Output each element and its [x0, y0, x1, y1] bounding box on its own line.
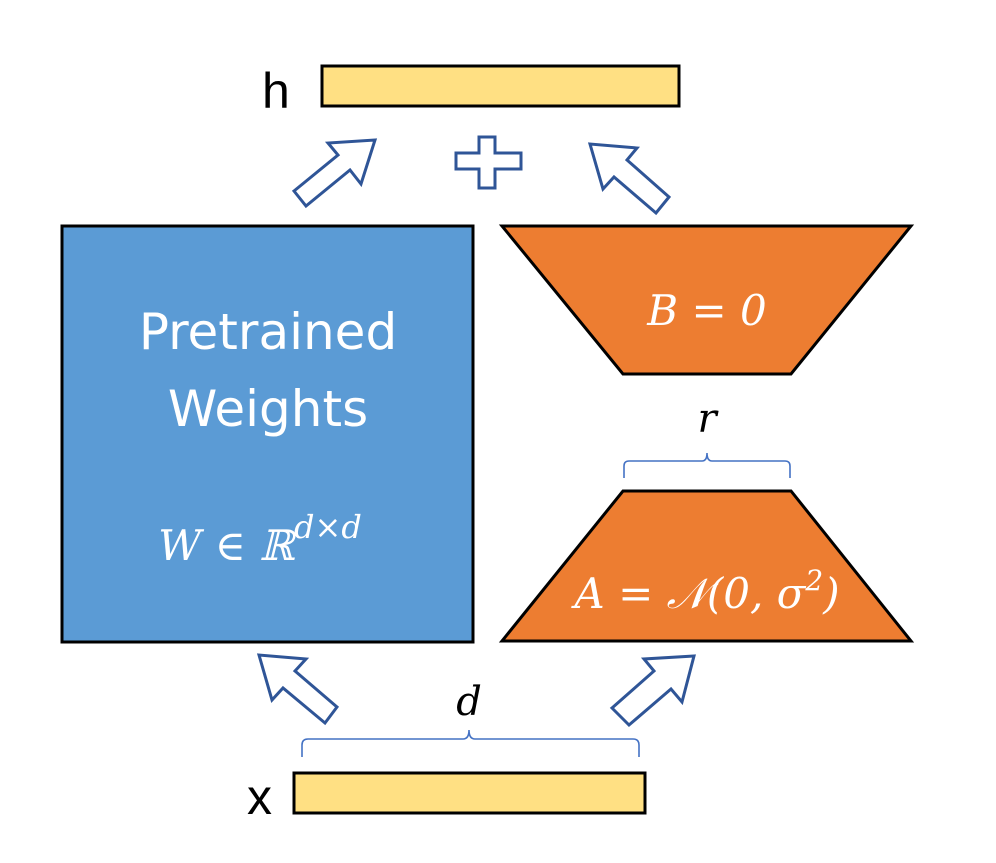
- arrow-input-to-adapter-icon: [609, 654, 696, 728]
- rank-brace: [623, 452, 791, 478]
- arrow-pretrained-to-output-icon: [291, 138, 378, 209]
- matrix-a-block: [498, 489, 915, 643]
- input-vector-label: x: [247, 769, 272, 825]
- output-vector-label: h: [262, 63, 290, 119]
- pretrained-formula: W ∈ ℝd×d: [158, 508, 362, 570]
- pretrained-weights-block: [60, 224, 475, 644]
- dim-brace: [301, 729, 640, 757]
- rank-label: r: [697, 396, 719, 442]
- pretrained-label-line1: Pretrained: [139, 303, 397, 361]
- matrix-b-formula: B = 0: [646, 286, 766, 335]
- plus-icon: [454, 135, 523, 190]
- matrix-a-formula: A = 𝒩(0, σ2): [570, 564, 839, 618]
- matrix-b-block: [498, 224, 915, 376]
- arrow-input-to-pretrained-icon: [256, 653, 340, 726]
- output-vector-bar: [320, 64, 681, 108]
- pretrained-label-line2: Weights: [168, 380, 368, 438]
- arrow-adapter-to-output-icon: [587, 142, 672, 216]
- input-vector-bar: [292, 771, 647, 815]
- dim-label: d: [456, 679, 482, 725]
